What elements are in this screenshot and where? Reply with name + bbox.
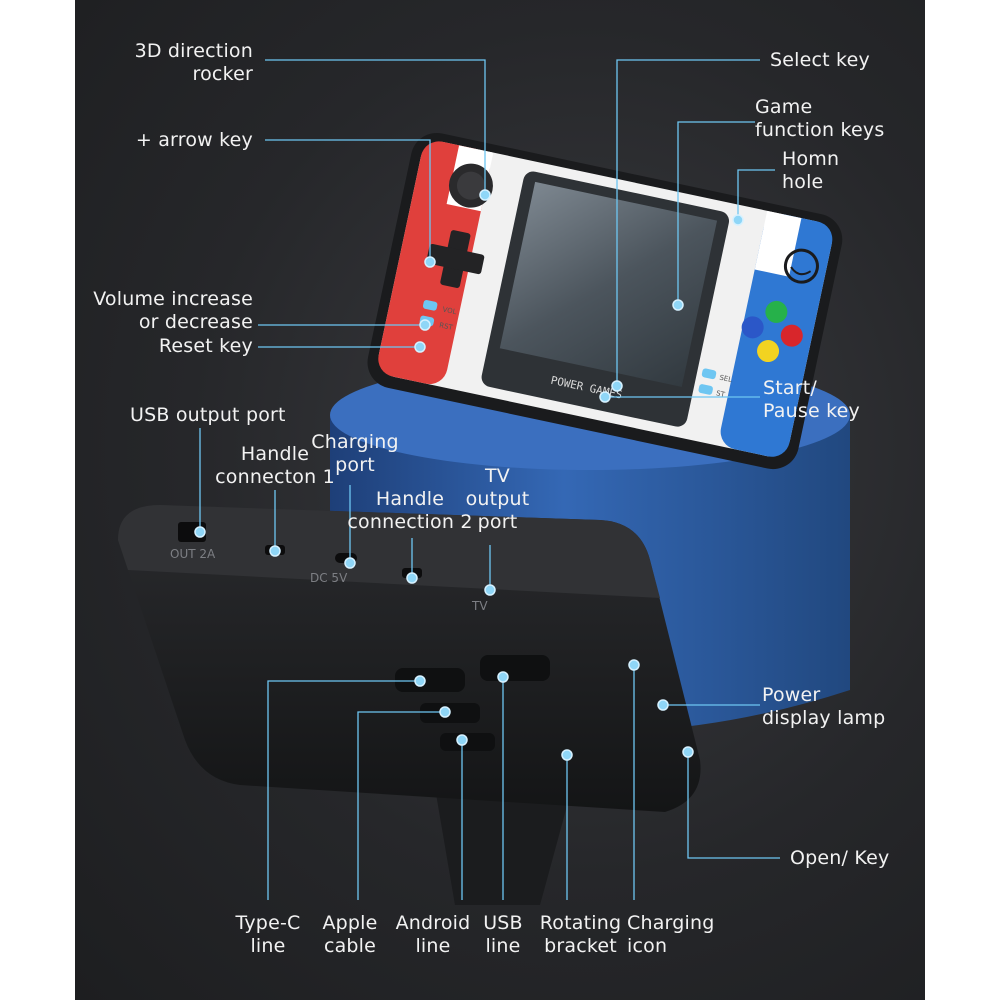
horn-icon	[783, 248, 819, 284]
label-charging-icon: Charging icon	[627, 912, 715, 957]
svg-text:RST: RST	[438, 321, 454, 332]
face-buttons	[741, 300, 803, 363]
label-apple: Apple cable	[322, 912, 378, 957]
label-handle2: Handle connection 2	[347, 488, 473, 533]
label-tv-output: TV output port	[465, 465, 530, 533]
label-charging-port: Charging port	[311, 431, 399, 476]
svg-text:TV: TV	[471, 599, 488, 613]
label-usb-output: USB output port	[130, 404, 286, 426]
svg-text:DC 5V: DC 5V	[310, 571, 348, 585]
svg-text:ST: ST	[715, 389, 726, 399]
dpad-icon	[426, 230, 485, 288]
label-rotating: Rotating bracket	[539, 912, 622, 957]
label-arrow-key: + arrow key	[135, 129, 253, 151]
console-screen	[499, 181, 718, 387]
label-direction-rocker: 3D direction rocker	[134, 40, 253, 85]
label-power-lamp: Power display lamp	[762, 684, 886, 729]
label-usb-line: USB line	[483, 912, 523, 957]
label-handle1: Handle connecton 1	[215, 443, 335, 488]
label-start-pause: Start/ Pause key	[763, 377, 860, 422]
label-volume: Volume increase or decrease	[93, 288, 253, 333]
label-android: Android line	[395, 912, 471, 957]
callout-lines	[199, 59, 780, 900]
back-console: OUT 2A DC 5V TV	[118, 505, 701, 812]
svg-text:VOL: VOL	[442, 306, 458, 317]
svg-text:OUT 2A: OUT 2A	[170, 547, 216, 561]
label-type-c: Type-C line	[235, 912, 301, 957]
label-game-function: Game function keys	[755, 96, 885, 141]
callout-dots	[194, 189, 744, 761]
label-horn: Homn hole	[782, 148, 840, 193]
svg-text:SEL: SEL	[719, 374, 733, 385]
label-select: Select key	[770, 49, 870, 71]
label-open-key: Open/ Key	[790, 847, 890, 869]
label-reset: Reset key	[158, 335, 253, 357]
